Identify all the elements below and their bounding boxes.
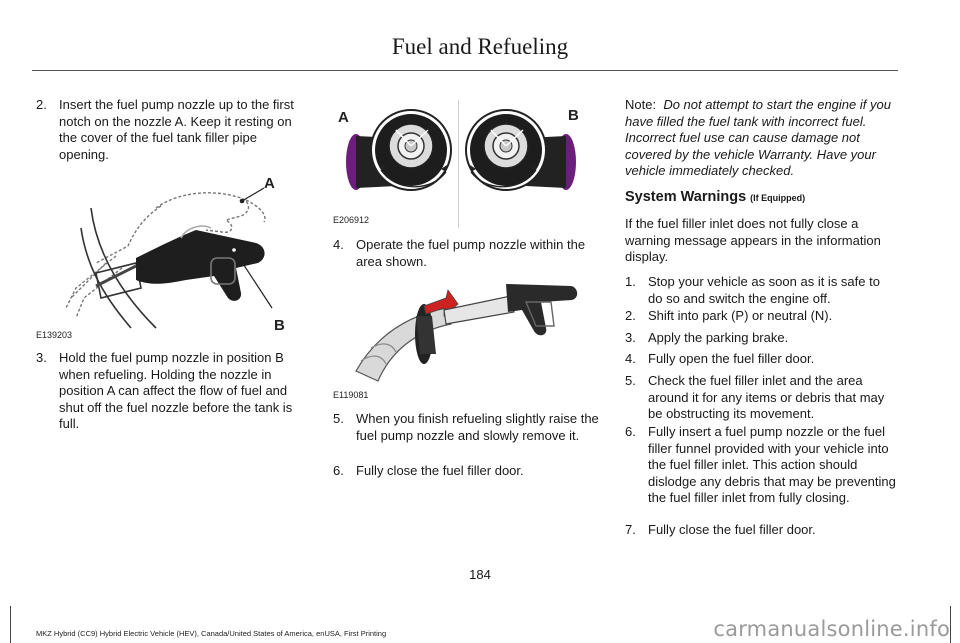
figure-divider <box>458 100 459 228</box>
step-number: 1. <box>625 274 636 289</box>
fuel-inlet-positions-figure: A B <box>338 107 579 191</box>
list-item: 2. Shift into park (P) or neutral (N). <box>625 308 897 325</box>
note-text: Do not attempt to start the engine if yo… <box>625 97 891 178</box>
figure-code: E139203 <box>36 330 73 340</box>
crop-mark-left <box>10 606 11 643</box>
page-number: 184 <box>469 567 491 582</box>
list-item: 3. Apply the parking brake. <box>625 330 897 347</box>
nozzle-in-inlet-figure <box>355 284 578 382</box>
list-item: 7. Fully close the fuel filler door. <box>625 522 897 539</box>
step-6: 6. Fully close the fuel filler door. <box>333 463 605 480</box>
figure-code: E119081 <box>333 390 369 400</box>
fuel-nozzle-insertion-figure: A B <box>65 175 285 333</box>
step-text: Apply the parking brake. <box>648 330 789 345</box>
figure-label-b: B <box>568 107 579 124</box>
crop-mark-right <box>950 606 951 643</box>
step-text: Operate the fuel pump nozzle within the … <box>356 237 586 269</box>
list-item: 1. Stop your vehicle as soon as it is sa… <box>625 274 897 307</box>
step-text: Hold the fuel pump nozzle in position B … <box>59 350 293 431</box>
step-number: 2. <box>36 97 47 112</box>
step-4: 4. Operate the fuel pump nozzle within t… <box>333 237 605 270</box>
step-number: 5. <box>625 373 636 388</box>
note-label: Note: <box>625 97 657 112</box>
note: Note: Do not attempt to start the engine… <box>625 97 897 180</box>
step-text: When you finish refueling slightly raise… <box>356 411 599 443</box>
step-number: 3. <box>625 330 636 345</box>
step-text: Fully insert a fuel pump nozzle or the f… <box>648 424 896 505</box>
watermark: carmanualsonline.info <box>713 617 950 641</box>
step-number: 6. <box>625 424 636 439</box>
step-number: 2. <box>625 308 636 323</box>
step-number: 3. <box>36 350 47 365</box>
section-heading: System Warnings (If Equipped) <box>625 189 805 205</box>
list-item: 6. Fully insert a fuel pump nozzle or th… <box>625 424 897 507</box>
step-text: Check the fuel filler inlet and the area… <box>648 373 885 421</box>
figure-label-b: B <box>274 317 285 333</box>
figure-label-a: A <box>264 175 275 192</box>
header-rule <box>32 70 898 71</box>
step-number: 4. <box>625 351 636 366</box>
step-text: Insert the fuel pump nozzle up to the fi… <box>59 97 294 162</box>
step-text: Fully open the fuel filler door. <box>648 351 815 366</box>
page-title: Fuel and Refueling <box>391 34 569 59</box>
figure-code: E206912 <box>333 215 370 225</box>
list-item: 5. Check the fuel filler inlet and the a… <box>625 373 897 423</box>
figure-label-a: A <box>338 109 349 126</box>
step-text: Stop your vehicle as soon as it is safe … <box>648 274 880 306</box>
step-number: 5. <box>333 411 344 426</box>
step-text: Fully close the fuel filler door. <box>356 463 524 478</box>
intro-paragraph: If the fuel filler inlet does not fully … <box>625 216 881 264</box>
footer-text: MKZ Hybrid (CC9) Hybrid Electric Vehicle… <box>36 629 387 638</box>
step-text: Fully close the fuel filler door. <box>648 522 816 537</box>
step-number: 6. <box>333 463 344 478</box>
step-5: 5. When you finish refueling slightly ra… <box>333 411 605 444</box>
step-number: 4. <box>333 237 344 252</box>
step-2: 2. Insert the fuel pump nozzle up to the… <box>36 97 308 163</box>
section-heading-main: System Warnings <box>625 189 747 205</box>
step-3: 3. Hold the fuel pump nozzle in position… <box>36 350 308 433</box>
section-heading-qualifier: (If Equipped) <box>750 193 806 203</box>
step-number: 7. <box>625 522 636 537</box>
step-text: Shift into park (P) or neutral (N). <box>648 308 833 323</box>
list-item: 4. Fully open the fuel filler door. <box>625 351 897 368</box>
